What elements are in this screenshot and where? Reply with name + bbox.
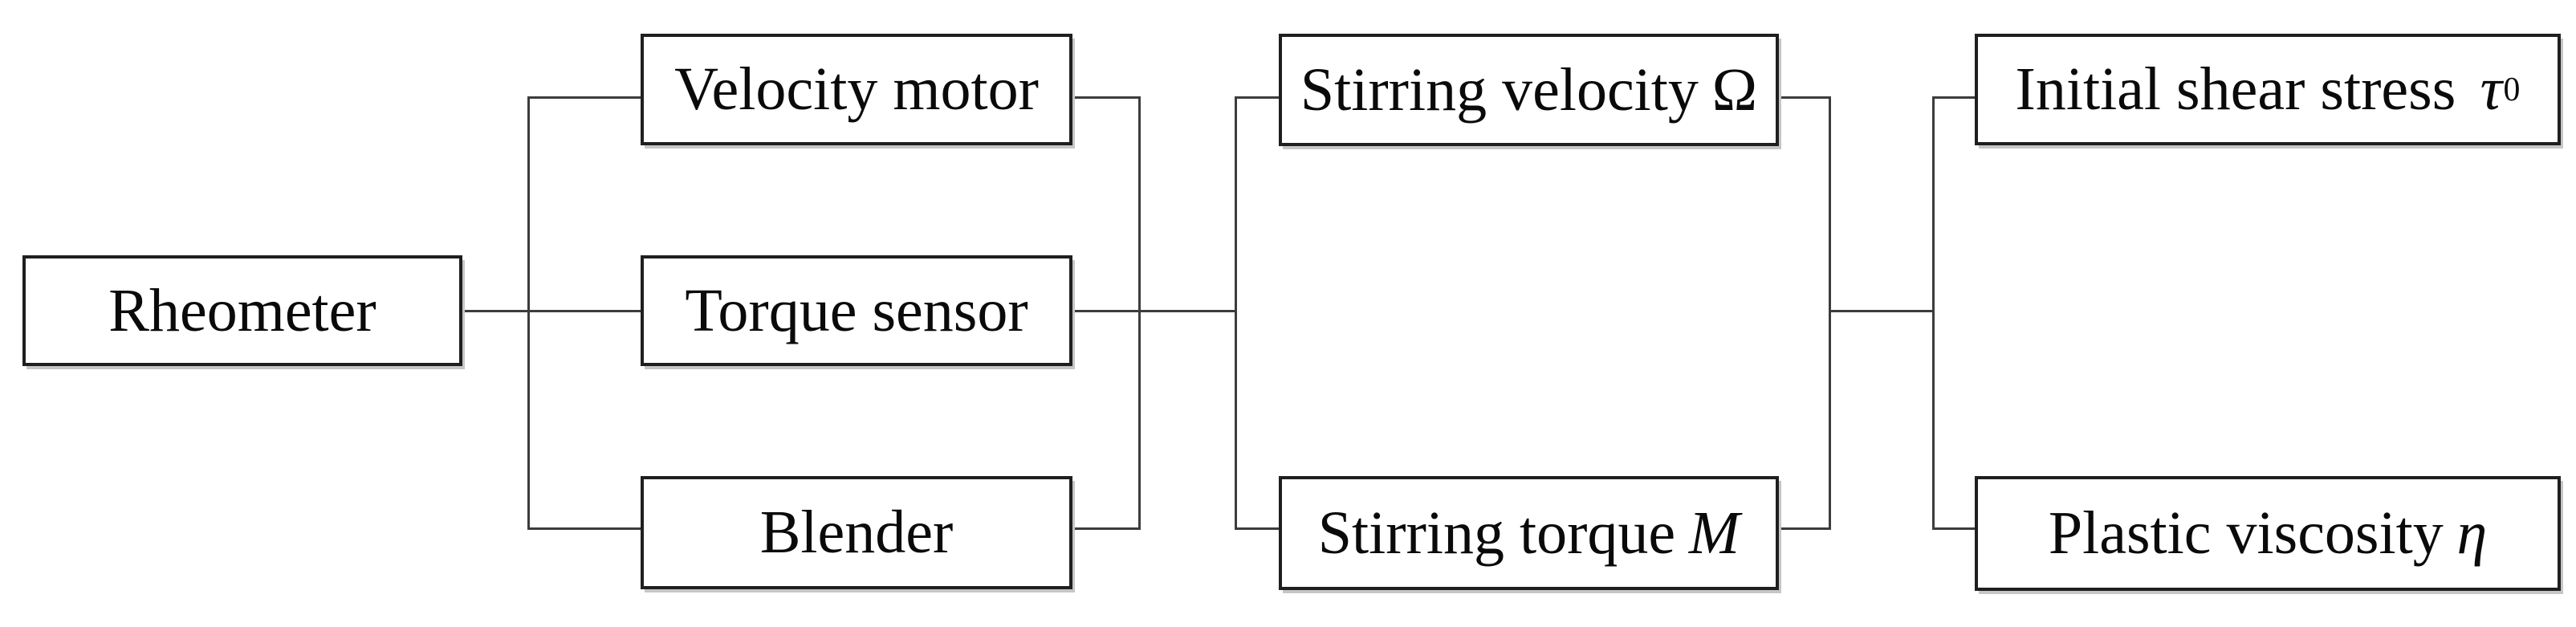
node-torque-sensor-label: Torque sensor — [685, 276, 1028, 344]
node-velocity-motor-label: Velocity motor — [674, 55, 1039, 123]
node-stirring-torque: Stirring torque M — [1279, 476, 1779, 590]
node-blender: Blender — [641, 476, 1072, 589]
connector-branch1-to-blender — [527, 527, 642, 530]
node-rheometer-label: Rheometer — [108, 276, 376, 344]
node-stirring-torque-label: Stirring torque — [1317, 499, 1676, 567]
connector-torque-sensor-trunk — [1072, 310, 1237, 312]
node-blender-label: Blender — [759, 499, 954, 566]
eta-symbol: η — [2456, 499, 2488, 567]
node-rheometer: Rheometer — [22, 255, 462, 366]
connector-blender-to-collector — [1072, 527, 1141, 530]
node-torque-sensor: Torque sensor — [641, 255, 1072, 366]
node-plastic-viscosity-label: Plastic viscosity — [2048, 499, 2444, 567]
connector-middle-trunk-2 — [1829, 310, 1935, 312]
connector-branch-line-2 — [1235, 96, 1237, 530]
connector-branch2-to-stirring-velocity — [1235, 96, 1280, 99]
tau-symbol: τ — [2480, 55, 2502, 123]
connector-branch1-to-velocity-motor — [527, 96, 642, 99]
connector-branch3-to-initial-shear-stress — [1932, 96, 1976, 99]
connector-branch-line-1 — [527, 96, 530, 530]
torque-m-symbol: M — [1688, 499, 1740, 567]
connector-velocity-motor-to-collector — [1072, 96, 1141, 99]
node-plastic-viscosity: Plastic viscosity η — [1975, 476, 2561, 591]
node-initial-shear-stress-label: Initial shear stress — [2015, 55, 2456, 123]
connector-branch3-to-plastic-viscosity — [1932, 527, 1976, 530]
node-stirring-velocity-label: Stirring velocity — [1300, 55, 1699, 124]
node-initial-shear-stress: Initial shear stress τ 0 — [1975, 34, 2561, 145]
omega-symbol: Ω — [1711, 55, 1758, 124]
node-stirring-velocity: Stirring velocity Ω — [1279, 34, 1779, 146]
node-velocity-motor: Velocity motor — [641, 34, 1072, 145]
connector-branch-line-3 — [1932, 96, 1935, 530]
connector-collector-line-2 — [1829, 96, 1831, 530]
connector-stirring-torque-to-collector — [1778, 527, 1831, 530]
connector-stirring-velocity-to-collector — [1778, 96, 1831, 99]
connector-rheometer-to-torque-sensor — [462, 310, 641, 312]
connector-branch2-to-stirring-torque — [1235, 527, 1280, 530]
connector-collector-line-1 — [1138, 96, 1141, 530]
tau-subscript: 0 — [2503, 71, 2521, 108]
